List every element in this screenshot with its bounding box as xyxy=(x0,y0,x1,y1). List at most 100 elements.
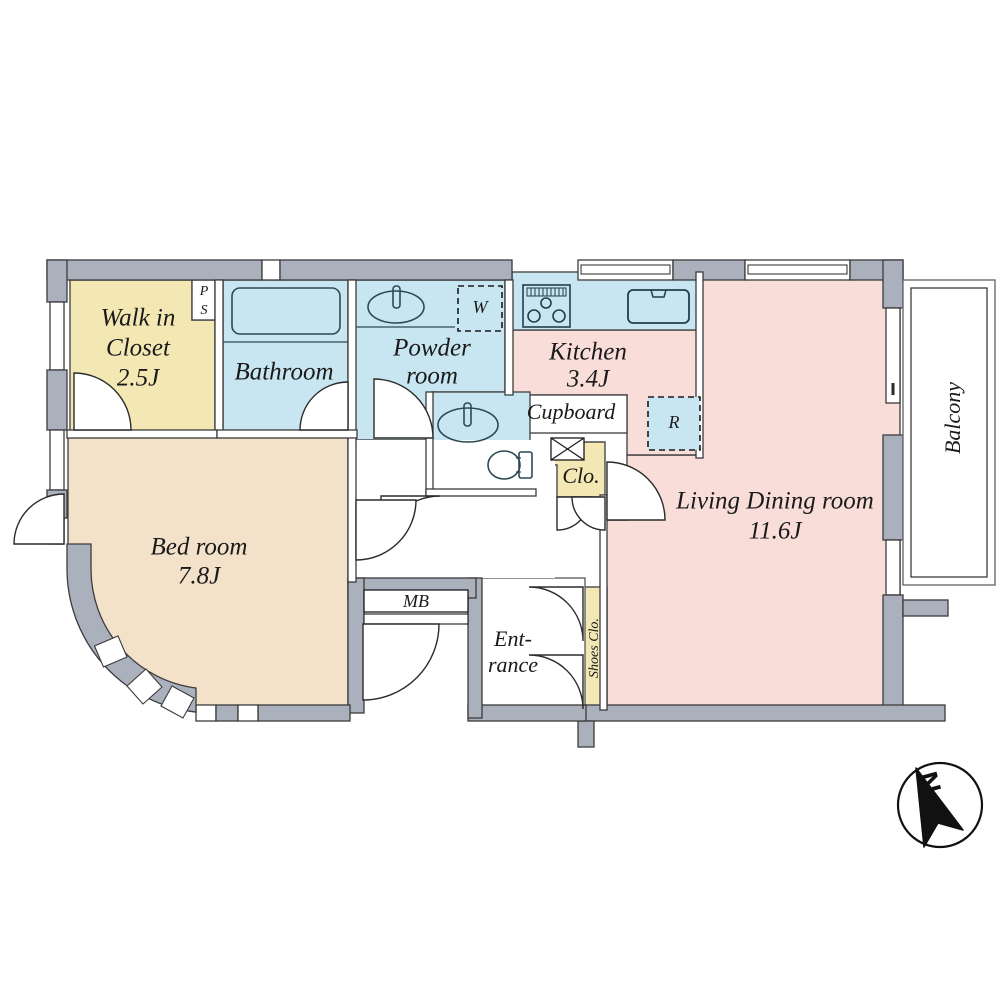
cupboard-label: Cupboard xyxy=(527,399,616,424)
partition-powder-kitchen xyxy=(504,279,514,396)
door-mb-closet xyxy=(362,623,440,701)
balcony-inner xyxy=(910,287,988,578)
closet-clo-label: Clo. xyxy=(562,463,599,488)
wall-left-window-2 xyxy=(49,429,65,491)
partition-wic-bath xyxy=(214,279,224,433)
wall-right-fin xyxy=(902,599,949,617)
toilet-bowl-icon xyxy=(487,450,521,480)
vanity-faucet-icon xyxy=(392,285,401,309)
bathtub-icon xyxy=(231,287,341,335)
cupboard-fill xyxy=(511,394,628,434)
gas-range-icon xyxy=(522,284,571,328)
meter-box-shelf xyxy=(363,613,469,625)
lavatory-faucet-icon xyxy=(463,402,472,427)
burner-icon-1 xyxy=(540,297,552,309)
walls xyxy=(46,259,949,748)
curved-wall-windows xyxy=(93,635,195,719)
pipe-shaft-label-2: S xyxy=(201,303,208,318)
powder-room-label-2: room xyxy=(406,363,458,390)
powder-room-label-1: Powder xyxy=(392,335,471,362)
room-labels: Walk in Closet 2.5J Bathroom Powder room… xyxy=(101,284,965,678)
burner-icon-2 xyxy=(527,309,541,323)
partition-kitchen-right xyxy=(695,271,704,459)
curve-window-3 xyxy=(160,685,195,719)
pipe-shaft-label-1: P xyxy=(199,284,209,299)
door-living-dining xyxy=(606,461,666,521)
bedroom-window-2 xyxy=(215,704,239,722)
curve-window-1 xyxy=(93,635,128,668)
refrigerator-label: R xyxy=(668,412,680,432)
washer-label: W xyxy=(473,297,490,317)
curved-exterior-wall xyxy=(66,543,197,719)
wall-bottom-right xyxy=(582,704,946,722)
living-dining-room-area: 11.6J xyxy=(749,518,804,545)
kitchen-sink-icon xyxy=(627,289,690,324)
door-bed-room xyxy=(355,499,417,561)
wall-bottom-bedroom xyxy=(257,704,351,722)
wall-bottom-entrance xyxy=(467,704,587,722)
partition-bed-corridor xyxy=(347,431,357,583)
bathroom-label: Bathroom xyxy=(234,359,333,386)
partition-bath-powder xyxy=(347,279,357,441)
partition-toilet-bottom xyxy=(425,488,537,497)
wall-mb-box-left xyxy=(347,577,365,714)
wall-left-top xyxy=(46,259,68,303)
walk-in-closet-label-2: Closet xyxy=(106,335,171,362)
compass-rose: N xyxy=(896,761,984,849)
wall-left-mid xyxy=(46,369,68,431)
wall-right-balcony-door-2 xyxy=(885,539,901,596)
bed-room-area: 7.8J xyxy=(178,563,222,590)
wall-right-upper xyxy=(882,259,904,309)
curve-window-2 xyxy=(126,668,163,705)
wall-top-window-b xyxy=(577,259,674,281)
window-sill-b xyxy=(580,264,671,275)
wall-top-mid xyxy=(672,259,746,281)
wall-right-mid xyxy=(882,434,904,541)
meter-box-label: MB xyxy=(402,591,429,611)
door-shoes-closet-upper xyxy=(528,586,584,642)
door-swings xyxy=(13,372,666,710)
door-shoes-closet-lower xyxy=(528,654,584,710)
wall-entrance-left xyxy=(467,577,483,719)
walk-in-closet-label-1: Walk in xyxy=(101,305,176,332)
partition-bath-bottom xyxy=(216,429,358,439)
interior-partitions xyxy=(66,271,704,711)
entrance-label-1: Ent- xyxy=(493,626,532,651)
toilet-tank-icon xyxy=(518,451,533,479)
wall-right-balcony-door-1 xyxy=(885,307,901,404)
burner-icon-3 xyxy=(552,309,566,323)
partition-toilet-left xyxy=(425,391,434,496)
door-closet-clo-right xyxy=(571,496,606,531)
bed-room-label: Bed room xyxy=(151,534,248,561)
wall-top-left2 xyxy=(279,259,513,281)
window-sill-c xyxy=(747,264,848,275)
compass-needle-icon xyxy=(915,767,964,848)
living-dining-room-label: Living Dining room xyxy=(675,488,874,515)
vanity-sink-icon xyxy=(367,290,425,324)
balcony-area xyxy=(891,279,996,586)
balcony-label: Balcony xyxy=(940,382,965,454)
shoes-closet-label: Shoes Clo. xyxy=(587,618,602,678)
wall-bottom-stub xyxy=(577,720,595,748)
kitchen-label: Kitchen xyxy=(548,339,627,366)
kitchen-area: 3.4J xyxy=(566,366,611,393)
bedroom-window-3 xyxy=(237,704,259,722)
fixtures-layer xyxy=(223,284,701,625)
door-walk-in-closet xyxy=(73,372,132,431)
wall-right-lower xyxy=(882,594,904,721)
door-powder-room xyxy=(373,378,434,439)
wall-top-window-c xyxy=(744,259,851,281)
walk-in-closet-area: 2.5J xyxy=(117,365,161,392)
partition-ldk-left xyxy=(599,494,608,711)
partition-wic-bottom xyxy=(66,429,218,439)
entrance-label-2: rance xyxy=(488,652,538,677)
wall-left-window-1 xyxy=(49,301,65,371)
lavatory-sink-icon xyxy=(437,407,499,443)
refrigerator-space-icon xyxy=(647,396,701,451)
washer-space-icon xyxy=(457,285,503,332)
door-bathroom xyxy=(299,381,349,431)
kitchen-counter-fill xyxy=(511,271,701,331)
door-bedroom-exterior xyxy=(13,493,65,545)
